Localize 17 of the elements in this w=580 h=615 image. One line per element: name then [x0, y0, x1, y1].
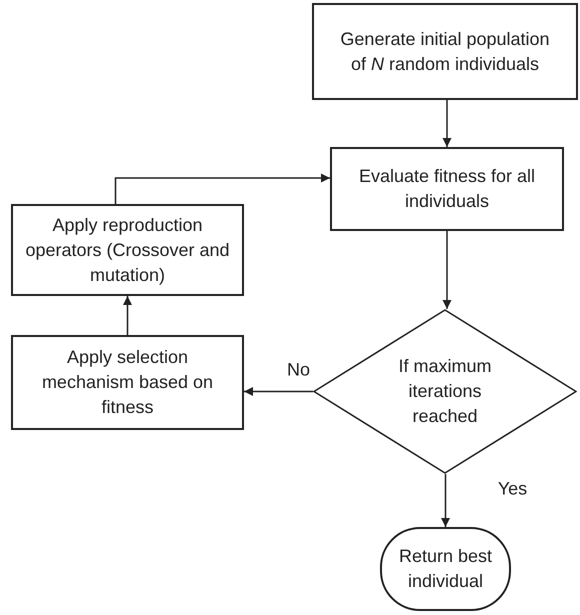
- node-text: If maximum iterations reached: [397, 355, 492, 428]
- arrow: [114, 174, 330, 204]
- node-text: Return best individual: [398, 545, 494, 593]
- arrow: [442, 231, 452, 309]
- process-box: [11, 335, 244, 430]
- decision-diamond: [313, 309, 577, 474]
- process-box: [330, 147, 564, 231]
- process-box: [312, 3, 578, 100]
- node-text: Evaluate fitness for all individuals: [358, 165, 536, 213]
- arrow: [442, 100, 452, 147]
- node-text: Apply selection mechanism based on fitness: [40, 346, 214, 419]
- arrow: [244, 387, 313, 396]
- process-box: [11, 204, 244, 296]
- node-text: Apply reproduction operators (Crossover and mutation): [24, 214, 231, 287]
- node-text: Generate initial population of N random individuals: [339, 28, 551, 76]
- arrow: [441, 474, 450, 527]
- arrow: [123, 296, 132, 335]
